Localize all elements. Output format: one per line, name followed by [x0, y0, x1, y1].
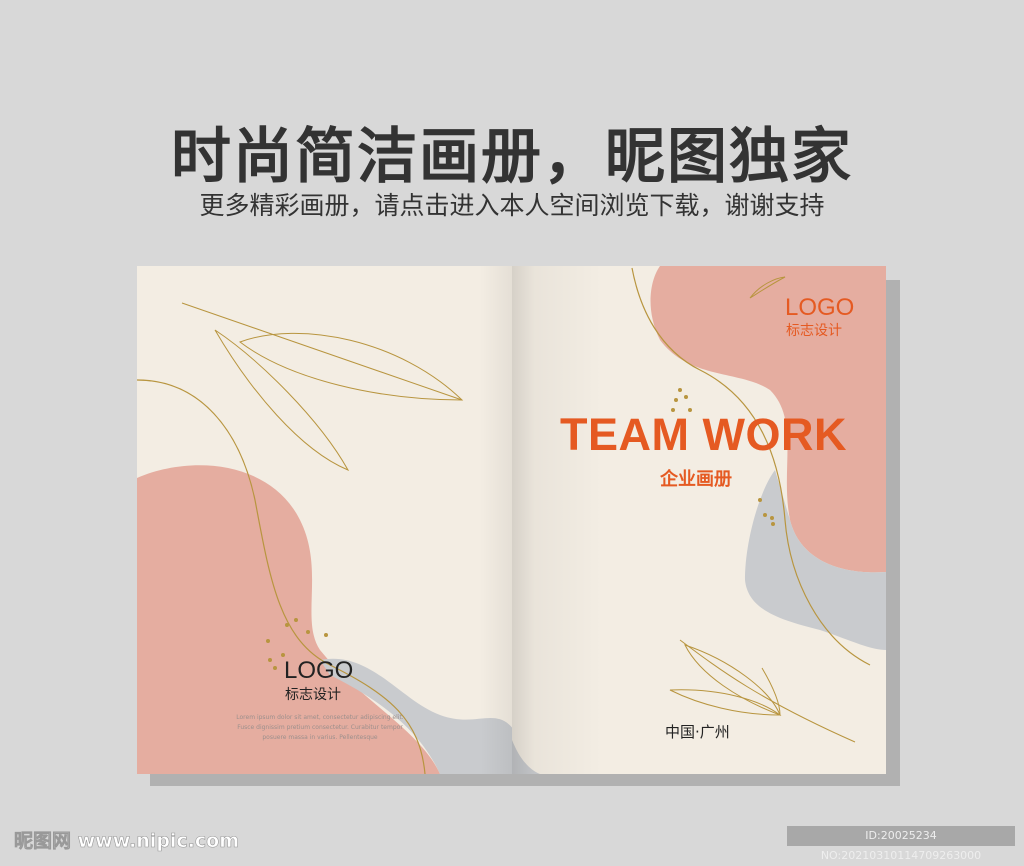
- leaf-illustration: [181, 302, 464, 472]
- back-logo-subtitle: 标志设计: [285, 687, 341, 703]
- back-logo: LOGO: [284, 657, 354, 684]
- gold-dots: [671, 388, 775, 526]
- front-logo-subtitle: 标志设计: [786, 323, 842, 339]
- front-cover: [512, 266, 886, 774]
- back-cover: [137, 266, 512, 774]
- back-body-text: Lorem ipsum dolor sit amet, consectetur …: [236, 714, 404, 741]
- pink-blob: [137, 465, 440, 774]
- watermark: 昵图网 www.nipic.com: [14, 830, 240, 853]
- gold-dots: [266, 618, 328, 670]
- leaf-illustration: [669, 276, 856, 743]
- pink-blob: [650, 266, 886, 573]
- image-id-label: ID:20025234 NO:20210310114709263000: [787, 826, 1015, 862]
- page-title: 时尚简洁画册，昵图独家: [171, 122, 853, 192]
- front-subheadline: 企业画册: [660, 469, 732, 490]
- front-logo: LOGO: [785, 294, 855, 321]
- gray-blob: [320, 658, 512, 774]
- gray-blob: [745, 470, 886, 650]
- front-headline: TEAM WORK: [560, 409, 847, 460]
- gold-curve: [137, 379, 426, 774]
- page-subtitle: 更多精彩画册，请点击进入本人空间浏览下载，谢谢支持: [199, 191, 825, 220]
- front-location: 中国·广州: [665, 723, 730, 741]
- gold-curve: [631, 267, 871, 666]
